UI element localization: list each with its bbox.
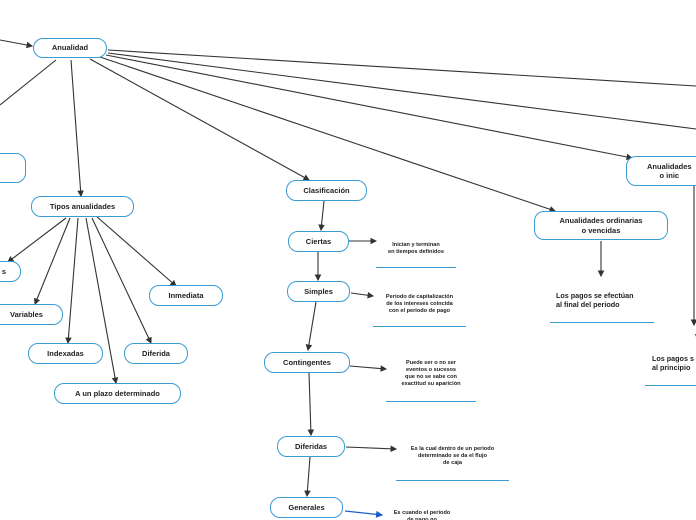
note-simples-text: Periodo de capitalización de los interes… (385, 293, 454, 314)
node-ciertas[interactable]: Ciertas (288, 231, 349, 252)
note-simples-underline (373, 325, 466, 327)
note-diferidas-underline (396, 479, 509, 481)
node-clasificacion[interactable]: Clasificación (286, 180, 367, 201)
edge-in-root (0, 39, 34, 49)
node-contingentes[interactable]: Contingentes (264, 352, 350, 373)
note-contingentes-underline (386, 400, 476, 402)
note-simples: Periodo de capitalización de los interes… (373, 287, 466, 327)
node-simples[interactable]: Simples (287, 281, 350, 302)
node-anualidad[interactable]: Anualidad (33, 38, 107, 58)
note-anticipadas-text: Los pagos s al principio (652, 354, 694, 372)
node-anualidades-anticipadas[interactable]: Anualidades o inic (626, 156, 696, 186)
edge-simples-contingentes (305, 301, 317, 352)
note-generales-text: Es cuando el periodo de pago no coincide… (393, 509, 451, 520)
note-anticipadas-mark: v (692, 331, 696, 340)
node-plazo-determinado[interactable]: A un plazo determinado (54, 383, 181, 404)
edge-root-tipos (70, 59, 84, 198)
node-inmediata[interactable]: Inmediata (149, 285, 223, 306)
edge-root-ordinarias (99, 56, 557, 213)
note-contingentes-text: Puede ser o no ser eventos o sucesos que… (401, 359, 461, 387)
edge-root-clasificacion (89, 58, 310, 181)
note-ordinarias: Los pagos se efectúan al final del perio… (550, 282, 654, 323)
edge-root-offright-2 (107, 52, 696, 130)
note-ciertas: Inician y terminan en tiempos definidos (376, 235, 456, 268)
note-diferidas-text: Es la cual dentro de un periodo determin… (410, 445, 495, 466)
note-ciertas-text: Inician y terminan en tiempos definidos (388, 241, 444, 255)
edge-tipos-left (7, 217, 67, 263)
node-tipos-anualidades[interactable]: Tipos anualidades (31, 196, 134, 217)
edge-cont-diferidas (307, 372, 315, 437)
node-anualidades-ordinarias[interactable]: Anualidades ordinarias o vencidas (534, 211, 668, 240)
edge-cont-note (349, 365, 388, 372)
edge-clas-ciertas (318, 200, 325, 232)
note-anticipadas-underline (645, 385, 696, 386)
node-diferida[interactable]: Diferida (124, 343, 188, 364)
node-left-partial[interactable] (0, 153, 26, 183)
edge-gen-note (344, 510, 384, 518)
node-diferidas[interactable]: Diferidas (277, 436, 345, 457)
edge-simples-note (350, 291, 375, 299)
note-generales: Es cuando el periodo de pago no coincide… (383, 503, 461, 520)
node-left-s[interactable]: s (0, 261, 21, 282)
note-anticipadas: Los pagos s al principio (645, 345, 696, 386)
edge-dif-generales (304, 456, 311, 498)
edge-tipos-plazo (85, 217, 119, 385)
edge-tipos-indexadas (65, 217, 79, 345)
node-generales[interactable]: Generales (270, 497, 343, 518)
note-ordinarias-text: Los pagos se efectúan al final del perio… (556, 291, 634, 309)
node-variables[interactable]: Variables (0, 304, 63, 325)
note-contingentes: Puede ser o no ser eventos o sucesos que… (386, 353, 476, 402)
edge-dif-note (345, 445, 398, 453)
note-ordinarias-underline (550, 322, 654, 323)
edge-tipos-diferida (91, 217, 152, 344)
note-diferidas: Es la cual dentro de un periodo determin… (396, 439, 509, 481)
edge-root-offright (107, 49, 696, 87)
edge-root-leftdown (0, 59, 57, 106)
note-ciertas-underline (376, 266, 456, 268)
edge-tipos-variables (34, 217, 71, 306)
edge-tipos-inmediata (95, 215, 177, 287)
edge-root-anticipadas (105, 54, 634, 161)
node-indexadas[interactable]: Indexadas (28, 343, 103, 364)
